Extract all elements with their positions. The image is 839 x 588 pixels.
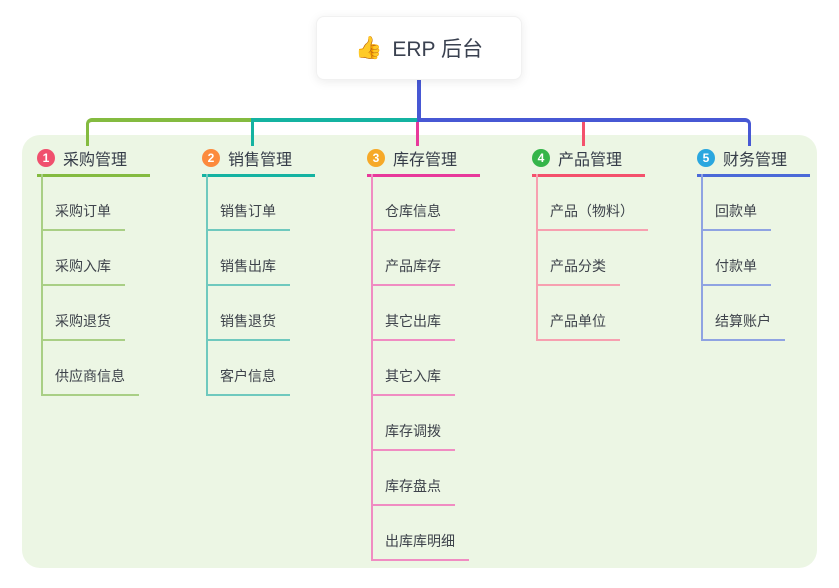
branch-number-badge: 1 (37, 149, 55, 167)
branch-number-badge: 4 (532, 149, 550, 167)
branch-title-label: 库存管理 (393, 152, 458, 169)
branch-title-inventory[interactable]: 3 库存管理 (367, 146, 480, 177)
node-stock-count[interactable]: 库存盘点 (371, 476, 455, 506)
connector-branch-4 (582, 122, 585, 146)
branch-number-badge: 2 (202, 149, 220, 167)
root-node[interactable]: 👍 ERP 后台 (316, 16, 522, 80)
node-outbound-detail[interactable]: 出库库明细 (371, 531, 469, 561)
node-payment-bill[interactable]: 付款单 (701, 256, 771, 286)
root-node-label: ERP 后台 (392, 38, 484, 61)
branch-title-finance[interactable]: 5 财务管理 (697, 146, 810, 177)
node-settlement-account[interactable]: 结算账户 (701, 311, 785, 341)
node-product-material[interactable]: 产品（物料） (536, 201, 648, 231)
thumbs-up-icon: 👍 (354, 35, 383, 60)
branch-spine-line (371, 174, 373, 561)
branch-inventory: 3 库存管理 仓库信息 产品库存 其它出库 其它入库 库存调拨 库存盘点 出库库… (367, 146, 527, 561)
branch-finance: 5 财务管理 回款单 付款单 结算账户 (697, 146, 839, 341)
branch-title-sales[interactable]: 2 销售管理 (202, 146, 315, 177)
node-other-inbound[interactable]: 其它入库 (371, 366, 455, 396)
branch-spine-line (701, 174, 703, 341)
node-receipt-bill[interactable]: 回款单 (701, 201, 771, 231)
branch-sales: 2 销售管理 销售订单 销售出库 销售退货 客户信息 (202, 146, 362, 396)
node-purchase-inbound[interactable]: 采购入库 (41, 256, 125, 286)
branch-product: 4 产品管理 产品（物料） 产品分类 产品单位 (532, 146, 692, 341)
branch-title-label: 销售管理 (228, 152, 293, 169)
node-sales-order[interactable]: 销售订单 (206, 201, 290, 231)
connector-branch-1 (86, 118, 253, 146)
branch-spine-line (536, 174, 538, 341)
node-warehouse-info[interactable]: 仓库信息 (371, 201, 455, 231)
branch-title-label: 财务管理 (723, 152, 788, 169)
node-other-outbound[interactable]: 其它出库 (371, 311, 455, 341)
node-purchase-return[interactable]: 采购退货 (41, 311, 125, 341)
branch-number-badge: 5 (697, 149, 715, 167)
node-sales-outbound[interactable]: 销售出库 (206, 256, 290, 286)
connector-branch-5 (417, 118, 751, 146)
connector-branch-2 (251, 118, 417, 146)
node-stock-transfer[interactable]: 库存调拨 (371, 421, 455, 451)
node-customer-info[interactable]: 客户信息 (206, 366, 290, 396)
branch-title-label: 产品管理 (558, 152, 623, 169)
node-product-unit[interactable]: 产品单位 (536, 311, 620, 341)
node-supplier-info[interactable]: 供应商信息 (41, 366, 139, 396)
root-connector-line (417, 80, 421, 118)
node-purchase-order[interactable]: 采购订单 (41, 201, 125, 231)
branch-title-purchase[interactable]: 1 采购管理 (37, 146, 150, 177)
branch-title-product[interactable]: 4 产品管理 (532, 146, 645, 177)
branch-purchase: 1 采购管理 采购订单 采购入库 采购退货 供应商信息 (37, 146, 197, 396)
branch-group-background (22, 135, 817, 568)
node-sales-return[interactable]: 销售退货 (206, 311, 290, 341)
branch-number-badge: 3 (367, 149, 385, 167)
node-product-category[interactable]: 产品分类 (536, 256, 620, 286)
branch-title-label: 采购管理 (63, 152, 128, 169)
node-product-stock[interactable]: 产品库存 (371, 256, 455, 286)
connector-branch-3 (416, 122, 419, 146)
